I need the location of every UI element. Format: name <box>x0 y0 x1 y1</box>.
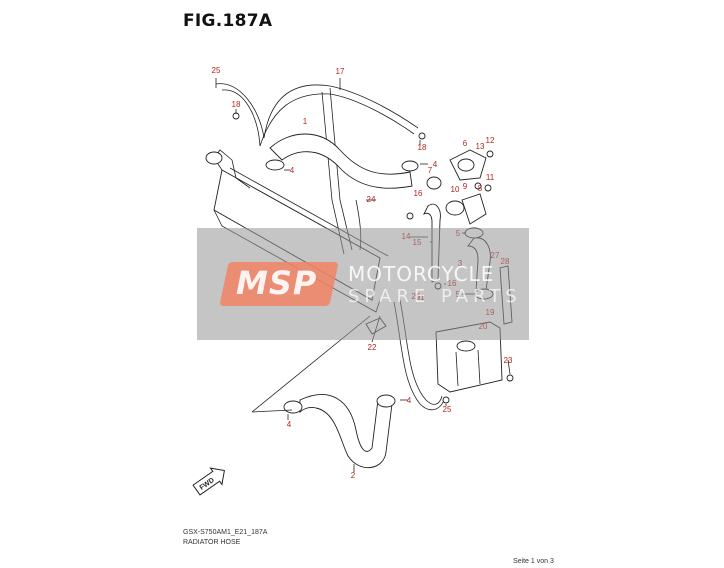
callout-8: 8 <box>478 184 483 193</box>
callout-2: 2 <box>351 471 356 480</box>
fwd-arrow-icon: FWD <box>192 467 225 496</box>
callout-6: 6 <box>463 139 468 148</box>
callout-12: 12 <box>486 136 495 145</box>
callout-4-upper-left: 4 <box>290 166 295 175</box>
callout-18-left: 18 <box>232 100 241 109</box>
lower-hose-2 <box>283 394 396 469</box>
figure-title: FIG.187A <box>183 11 273 31</box>
callout-7: 7 <box>428 166 433 175</box>
callout-23: 23 <box>504 356 513 365</box>
callout-18-right: 18 <box>418 143 427 152</box>
watermark-name: MOTORCYCLE <box>348 262 495 286</box>
page-indicator: Seite 1 von 3 <box>513 558 554 565</box>
callout-25-bottom: 25 <box>443 405 452 414</box>
callout-10: 10 <box>451 185 460 194</box>
watermark-logo-text: MSP <box>236 264 318 302</box>
callout-4-upper-right: 4 <box>433 160 438 169</box>
callout-4-lower-left: 4 <box>287 420 292 429</box>
callout-1: 1 <box>303 117 308 126</box>
callout-22: 22 <box>368 343 377 352</box>
callout-4-lower-right: 4 <box>407 396 412 405</box>
callout-25-top: 25 <box>212 66 221 75</box>
figure-caption: RADIATOR HOSE <box>183 539 241 546</box>
callout-9: 9 <box>463 182 468 191</box>
thermostat-housing <box>426 149 487 225</box>
upper-hose-1 <box>269 133 413 189</box>
callout-16-upper: 16 <box>414 189 423 198</box>
callout-24: 24 <box>367 195 376 204</box>
figure-code: GSX-S750AM1_E21_187A <box>183 529 268 536</box>
watermark-subtitle: SPARE PARTS <box>348 286 522 307</box>
callout-17: 17 <box>336 67 345 76</box>
callout-11: 11 <box>486 173 495 182</box>
callout-13: 13 <box>476 142 485 151</box>
